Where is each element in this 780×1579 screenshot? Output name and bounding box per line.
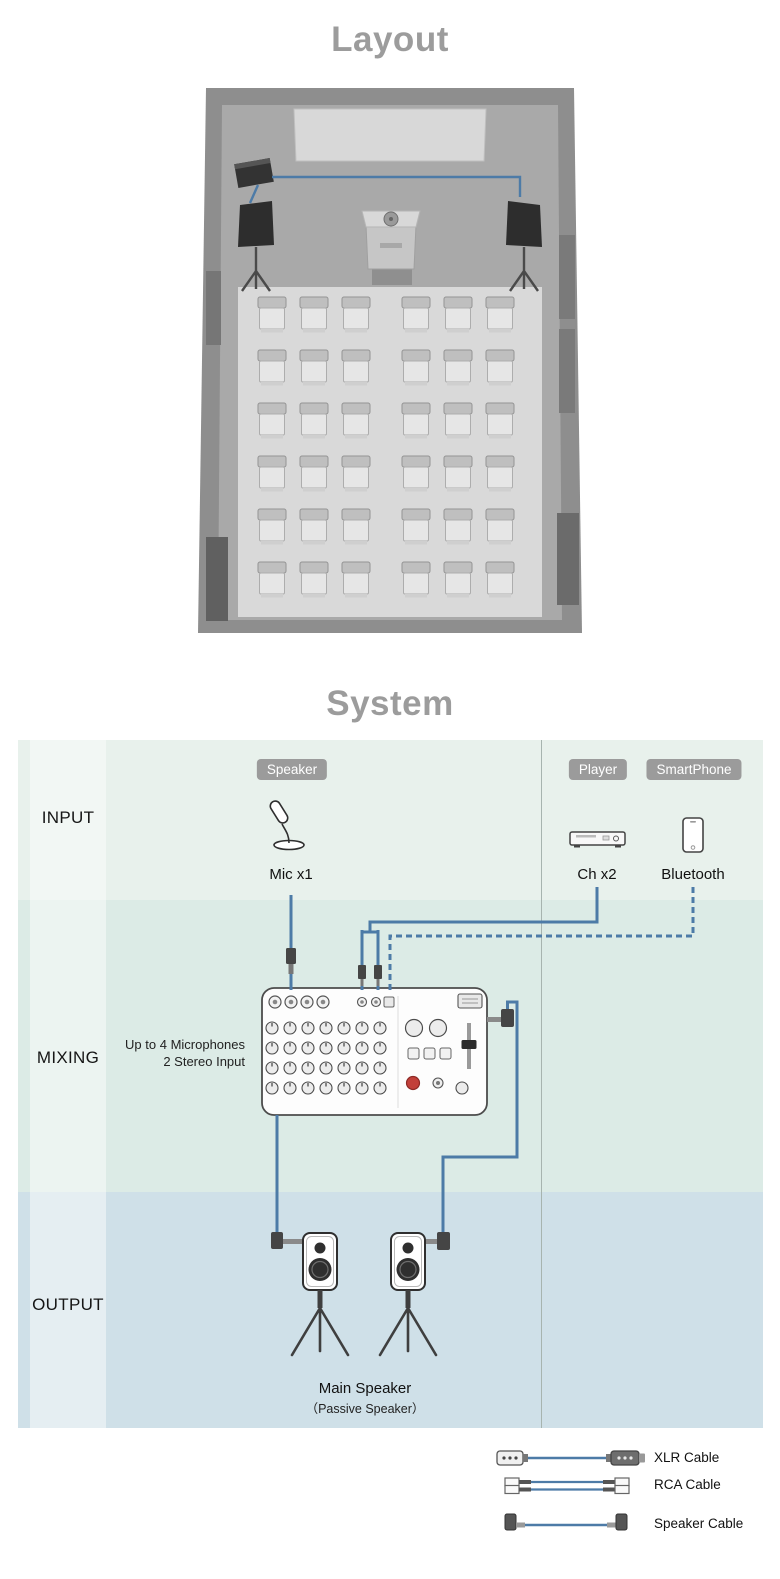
cable-legend-icons [496,1450,645,1531]
layout-section-title: Layout [331,20,449,59]
legend-label-speaker: Speaker Cable [654,1516,744,1531]
room-speaker-right [506,201,542,292]
rca-cable-icon [504,1477,630,1495]
legend-label-rca: RCA Cable [654,1477,721,1492]
player-caption: Ch x2 [577,866,617,883]
room-speaker-left [238,201,274,292]
speaker-cable-icon [504,1513,628,1531]
smartphone-badge: SmartPhone [646,759,742,780]
xlr-plug-tip [288,964,294,974]
left-wall-rear-door [206,537,228,621]
cables [275,887,695,1232]
stage-label-output: OUTPUT [32,1295,104,1314]
speaker-badge: Speaker [256,759,328,780]
main-speaker-caption-line1: Main Speaker [318,1380,412,1397]
rca-cable-ends [360,930,380,990]
mic-caption: Mic x1 [269,866,313,883]
microphone-icon [269,800,305,851]
mixer-note: Up to 4 Microphones 2 Stereo Input [85,1036,245,1070]
room-layout-illustration [190,85,590,650]
mixer-note-line2: 2 Stereo Input [163,1054,245,1069]
speaker-cable-right [441,1000,519,1232]
output-band [18,1192,763,1428]
podium [361,210,421,285]
stage-label-input: INPUT [41,808,95,827]
projection-screen [293,108,487,162]
rca-plug-tip [360,979,364,986]
main-speaker-caption-line2: （Passive Speaker） [305,1402,425,1416]
plugs [271,948,514,1250]
stage-label-strip [30,740,106,1428]
angled-plug-jack [283,1239,303,1244]
mixer-note-line1: Up to 4 Microphones [125,1037,245,1052]
player-icon [569,831,626,848]
bluetooth-dashed-cable [388,887,695,992]
vertical-divider [541,740,542,1428]
room-layout-svg [198,88,582,633]
mixer-illustration [261,987,488,1116]
stage-label-mixing: MIXING [36,1048,100,1067]
rca-plug [374,965,382,979]
input-band [18,740,763,900]
right-wall-rear-panel [557,513,579,605]
right-wall-panel [559,329,575,413]
xlr-plug [286,948,296,964]
main-speaker-right [378,1231,438,1357]
rca-plug [358,965,366,979]
room-cable-right [272,175,522,197]
xlr-cable-icon [496,1450,645,1466]
angled-plug [271,1232,283,1249]
room-cable-left [248,184,260,204]
main-speaker-caption: Main Speaker （Passive Speaker） [306,1380,425,1417]
player-cable [360,887,599,936]
angled-plug [501,1009,514,1027]
system-section-title: System [326,684,454,723]
rca-plug-tip [376,979,380,986]
smartphone-caption: Bluetooth [661,866,725,883]
angled-plug-jack [425,1239,437,1244]
system-diagram-svg [261,800,704,1357]
right-wall-panel [559,235,575,319]
wall-mixer-box [234,158,274,188]
main-speaker-left [290,1231,350,1357]
player-badge: Player [568,759,628,780]
angled-plug [437,1232,450,1250]
left-wall-door [206,271,221,345]
angled-plug-jack [487,1017,501,1022]
smartphone-icon [682,817,704,853]
legend-label-xlr: XLR Cable [654,1450,720,1465]
